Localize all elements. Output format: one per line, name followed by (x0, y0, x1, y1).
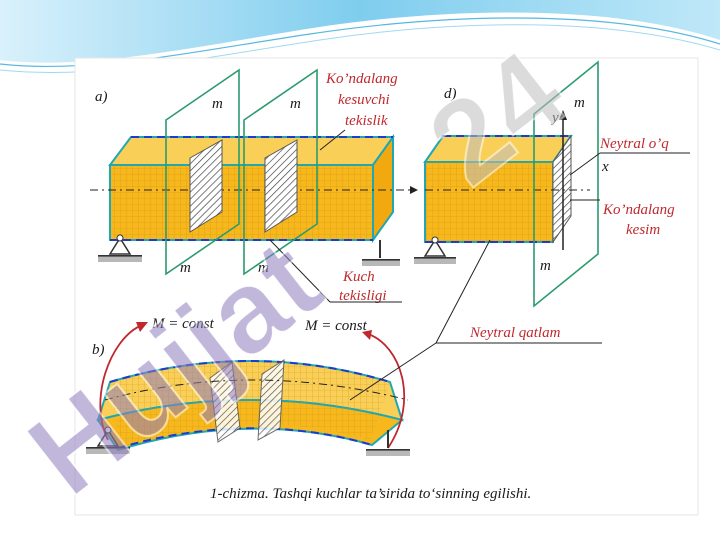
cross-plane-label: Ko’ndalang kesuvchi tekislik (319, 71, 398, 151)
cross-plane-d (533, 60, 599, 308)
section-hatch-1 (189, 139, 223, 233)
plane-label-bottom-1: m (180, 260, 191, 276)
support-left-a (98, 234, 142, 262)
panel-d-tag: d) (444, 86, 457, 102)
support-left-d (414, 236, 456, 264)
moment-arrow-left (99, 325, 141, 441)
plane-label-top-2: m (290, 96, 301, 112)
support-right-a (362, 240, 400, 266)
section-hatch-2 (264, 139, 298, 233)
panel-d: d) y x m m Neytral o’q Ko’nda (414, 60, 690, 308)
force-plane-label-2: tekisligi (339, 288, 387, 304)
figure-card (74, 57, 699, 516)
beam-a (90, 133, 418, 244)
figure-caption: 1-chizma. Tashqi kuchlar ta’sirida to‘si… (210, 486, 531, 502)
plane-label-top-1: m (212, 96, 223, 112)
cross-plane-2 (243, 68, 318, 276)
moment-left-label: M = const (151, 316, 215, 332)
cross-plane-label-3: tekislik (345, 113, 388, 129)
cross-plane-label-1: Ko’ndalang (325, 71, 398, 87)
moment-arrow-right (367, 333, 406, 449)
panel-b: b) M = const M = const (86, 239, 602, 456)
panel-a-tag: a) (95, 89, 108, 105)
neutral-layer-label: Neytral qatlam (469, 325, 561, 341)
panel-a: a) m m m m (90, 68, 418, 304)
beam-b (96, 359, 409, 452)
cross-plane-1 (165, 68, 240, 276)
plane-label-bottom-d: m (540, 258, 551, 274)
axis-x-label: x (601, 159, 609, 175)
neutral-axis-label: Neytral o’q (599, 136, 669, 152)
axis-y-label: y (550, 110, 559, 126)
force-plane-label: Kuch tekisligi (269, 239, 402, 304)
panel-b-tag: b) (92, 342, 105, 358)
support-left-b (86, 426, 130, 454)
axis-y-arrow (559, 110, 567, 120)
plane-label-bottom-2: m (258, 260, 269, 276)
force-plane-label-1: Kuch (342, 269, 375, 285)
cross-plane-label-2: kesuvchi (338, 92, 390, 108)
beam-d (423, 134, 590, 244)
moment-right-label: M = const (304, 318, 368, 334)
cross-section-label-2: kesim (626, 222, 660, 238)
cross-section-label-1: Ko’ndalang (602, 202, 675, 218)
support-right-b (366, 430, 410, 456)
plane-label-top-d: m (574, 95, 585, 111)
